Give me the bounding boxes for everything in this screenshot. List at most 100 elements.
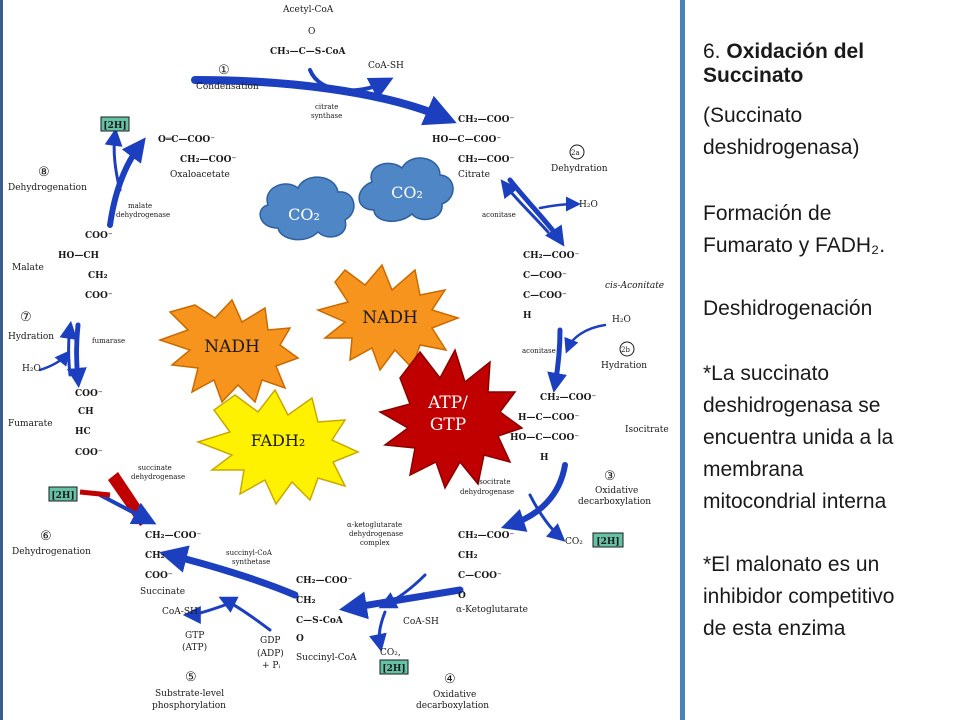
acetyl-coa-name: Acetyl-CoA [282,5,334,15]
step2b-number: 2b [621,346,630,354]
step4-co2: CO₂, [380,648,401,658]
fumarate-line1: COO⁻ [75,389,103,399]
arrow-water-in-2b [564,323,607,354]
panel-note1-line5: mitocondrial interna [703,490,887,513]
akg-line2: CH₂ [458,551,478,561]
step4-number: ④ [444,672,456,687]
left-edge-bar [0,0,3,720]
fumarate-line4: COO⁻ [75,448,103,458]
acetyl-coash: CoA-SH [368,61,404,71]
acetyl-coa-oxygen: O [308,27,315,37]
succinyl-coa-line1: CH₂—COO⁻ [296,576,352,586]
citrate-line2: HO—C—COO⁻ [432,135,501,145]
step4-enzyme-3: complex [360,539,390,547]
step1-number: ① [218,63,230,78]
panel-reaction: Deshidrogenación [703,297,873,320]
step2b-enzyme: aconitase [522,347,556,355]
arrow-akg-dh [338,586,464,620]
arrow-co2-out-4 [369,610,387,653]
h2-label-step4: [2H] [382,664,405,674]
step3-co2: CO₂ [565,537,583,547]
cis-aconitate-line3: C—COO⁻ [523,291,567,301]
succinate-line3: COO⁻ [145,571,173,581]
panel-note2-line1: *El malonato es un [703,553,880,576]
citrate-name: Citrate [458,170,490,180]
isocitrate-line3: HO—C—COO⁻ [510,433,579,443]
step5-gtp: GTP [185,631,204,641]
akg-name: α-Ketoglutarate [456,605,528,615]
panel-title: 6. Oxidación del Succinato [703,40,958,88]
step4-coash: CoA-SH [403,617,439,627]
panel-note1-line3: encuentra unida a la [703,426,894,449]
step5-label-1: Substrate-level [155,689,224,699]
nadh-starburst-left [157,298,300,404]
arrow-gdp-in [218,596,272,632]
step6-label: Dehydrogenation [12,547,91,557]
step3-label-1: Oxidative [595,486,638,496]
succinate-dehydrogenase-arrow [79,472,157,526]
step1-label: Condensation [196,82,259,92]
co2-label-left: CO₂ [288,205,320,224]
step4-label-1: Oxidative [433,690,476,700]
isocitrate-name: Isocitrate [625,425,669,435]
oxaloacetate-name: Oxaloacetate [170,170,230,180]
step3-label-2: decarboxylation [578,497,651,507]
arrow-fumarase-back [59,320,78,377]
cis-aconitate-line1: CH₂—COO⁻ [523,251,579,261]
arrow-water-out-2a [538,196,581,212]
step2a-number: 2a [571,149,580,157]
cis-aconitate-line4: H [523,311,532,321]
succinyl-coa-line3: C—S-CoA [296,616,344,626]
succinyl-coa-name: Succinyl-CoA [296,653,357,663]
step5-gdp: GDP [260,636,280,646]
step5-adp: (ADP) [257,648,284,659]
step1-enzyme-1: citrate [315,103,338,111]
akg-line3: C—COO⁻ [458,571,502,581]
panel-note1-line2: deshidrogenasa se [703,394,881,417]
acetyl-coa-formula: CH₃—C—S-CoA [270,47,347,57]
panel-note2-line2: inhibidor competitivo [703,585,895,608]
step2a-label: Dehydration [551,164,608,174]
akg-line4: O [458,591,466,601]
cycle-arrows [38,68,607,653]
step8-enzyme-2: dehydrogenase [116,211,170,219]
step4-enzyme-2: dehydrogenase [349,530,403,538]
step2b-water: H₂O [612,315,631,325]
malate-line2: HO—CH [58,251,100,261]
text-panel: 6. Oxidación del Succinato (Succinato de… [685,0,960,720]
h2-label-step3: [2H] [596,537,619,547]
isocitrate-line1: CH₂—COO⁻ [540,393,596,403]
h2-box-step3 [592,532,624,548]
oxaloacetate-line1: O═C—COO⁻ [158,135,215,145]
panel-formation-1: Formación de [703,202,832,225]
step7-label: Hydration [8,332,54,342]
arrow-malate-dh [107,137,146,228]
step5-number: ⑤ [185,670,197,685]
akg-line1: CH₂—COO⁻ [458,531,514,541]
step5-enzyme-1: succinyl-CoA [226,549,273,557]
arrow-fumarase [66,322,87,388]
nadh-label-left: NADH [204,337,260,357]
fadh2-starburst [195,388,360,506]
cis-aconitate-line2: C—COO⁻ [523,271,567,281]
arrow-aconitase-b [547,327,567,393]
h2-label-step6: [2H] [51,491,74,501]
step8-label: Dehydrogenation [8,183,87,193]
succinyl-coa-line4: O [296,634,304,644]
fadh2-label: FADH₂ [251,431,305,450]
malate-name: Malate [12,263,44,273]
step2a-enzyme: aconitase [482,211,516,219]
succinate-line1: CH₂—COO⁻ [145,531,201,541]
atp-gtp-label-1: ATP/ [427,393,468,413]
arrow-aconitase-a [507,177,565,247]
step6-enzyme-2: dehydrogenase [131,473,185,481]
co2-label-right: CO₂ [391,183,423,202]
arrow-co2-out-3 [528,493,566,542]
succinyl-coa-line2: CH₂ [296,596,316,606]
panel-divider [680,0,685,720]
succinate-name: Succinate [140,587,185,597]
arrow-coash-in-4 [378,573,427,609]
succinate-line2: CH₂ [145,551,165,561]
panel-title-bold: Oxidación del Succinato [703,40,865,87]
step1-enzyme-2: synthase [311,112,342,120]
